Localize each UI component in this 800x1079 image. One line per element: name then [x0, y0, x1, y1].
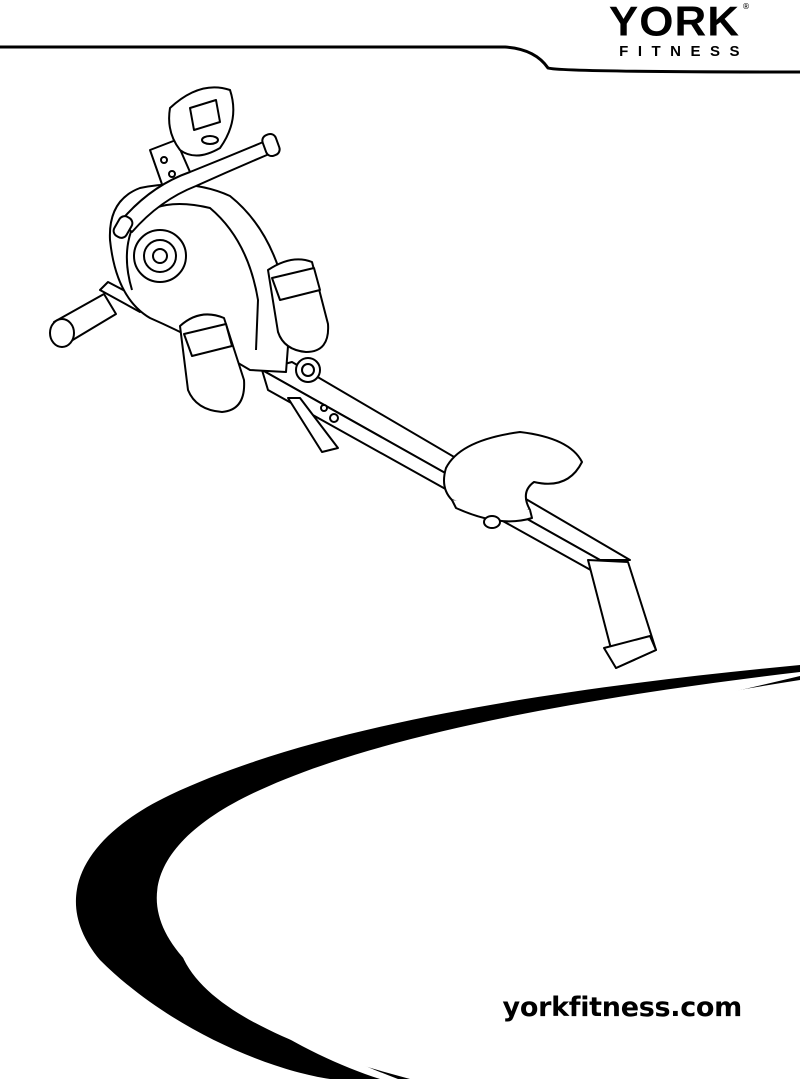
brand-logo: YORK ® FITNESS — [609, 2, 740, 60]
brand-subtitle: FITNESS — [609, 43, 749, 60]
registered-mark: ® — [742, 2, 750, 11]
rowing-machine-illustration — [50, 87, 656, 668]
brand-name: YORK — [609, 3, 740, 41]
website-url: yorkfitness.com — [503, 992, 742, 1023]
